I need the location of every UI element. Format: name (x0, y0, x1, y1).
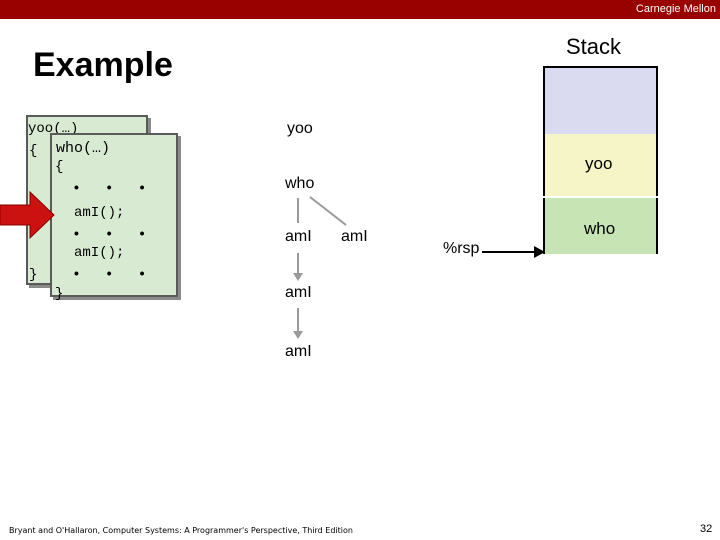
yoo-brace-open: { (29, 143, 38, 159)
rsp-arrow-icon (482, 246, 545, 258)
who-brace-open: { (55, 159, 64, 175)
callgraph-edges (293, 196, 347, 339)
stack-frame-yoo-label: yoo (585, 154, 613, 173)
rsp-label: %rsp (443, 240, 480, 257)
callgraph-yoo: yoo (287, 120, 313, 137)
stack-frame-top (543, 66, 658, 134)
code-dots-2: • • • (74, 225, 157, 241)
callgraph-who: who (285, 175, 315, 192)
code-dots-3: • • • (74, 265, 157, 281)
execution-pointer-icon (0, 191, 55, 240)
stack-title: Stack (566, 34, 622, 59)
who-code-box: who(…) { • • • amI(); • • • amI(); • • •… (50, 133, 178, 302)
brand-label: Carnegie Mellon (635, 3, 716, 15)
callgraph-ami-2: amI (285, 284, 312, 301)
callgraph-ami-right: amI (341, 228, 368, 245)
code-call-2: amI(); (74, 245, 125, 261)
code-dots-1: • • • (74, 179, 157, 195)
footer-citation: Bryant and O'Hallaron, Computer Systems:… (9, 526, 353, 535)
page-number: 32 (700, 523, 713, 535)
who-header: who(…) (56, 140, 111, 157)
yoo-brace-close: } (29, 267, 38, 283)
callgraph-ami-left: amI (285, 228, 312, 245)
stack-frame-yoo: yoo (543, 134, 658, 196)
code-call-1: amI(); (74, 205, 125, 221)
callgraph-ami-3: amI (285, 343, 312, 360)
stack-frame-who-label: who (584, 219, 616, 238)
slide-title: Example (33, 46, 173, 84)
who-brace-close: } (55, 286, 64, 302)
header-bar: Carnegie Mellon (0, 0, 720, 19)
stack-frame-who: who (543, 198, 658, 254)
